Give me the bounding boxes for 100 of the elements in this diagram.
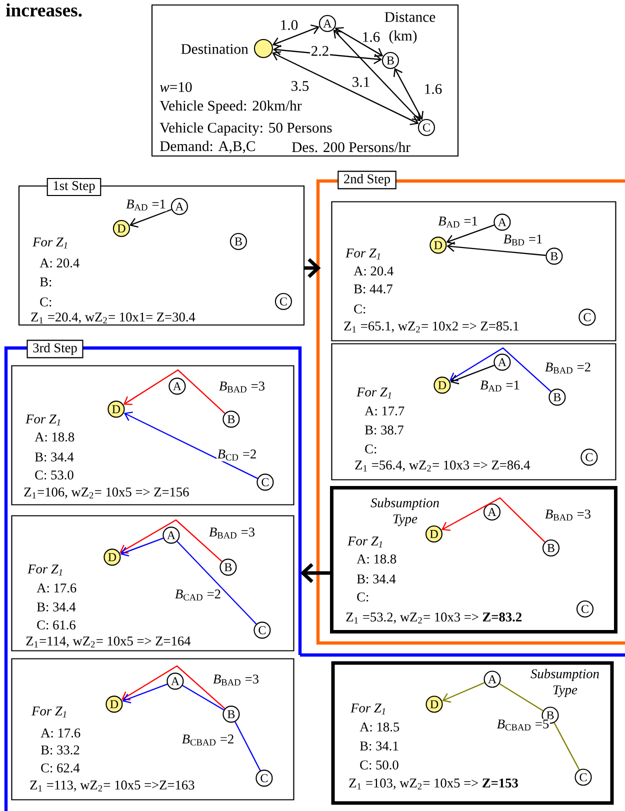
route-line — [182, 685, 224, 710]
stop-node: C — [574, 768, 592, 786]
type-heading: Subsumption Type — [530, 668, 599, 698]
z-heading: For Z$_{1}$ — [356, 388, 391, 398]
panel-text: A: 18.8 — [356, 554, 396, 564]
panel-text: C: — [354, 304, 366, 314]
route-line — [554, 722, 580, 770]
z-heading: For Z$_{1}$ — [32, 706, 66, 718]
route-line — [499, 683, 544, 712]
panel-text: Z$_{1}$ =113, wZ$_{2}$= 10x5 =>Z=163 — [30, 780, 194, 792]
panel-text: Z$_{1}$=106, wZ$_{2}$= 10x5 => Z=156 — [24, 488, 189, 498]
info-text: Vehicle Speed: 20km/hr — [160, 100, 302, 114]
destination-node: D — [104, 548, 121, 566]
panel-text: A: 20.4 — [354, 266, 394, 276]
panel-text: Z$_{1}$ =65.1, wZ$_{2}$= 10x2 => Z=85.1 — [344, 322, 518, 332]
destination-node: D — [434, 376, 451, 394]
destination-node: D — [430, 236, 447, 254]
stop-node: B — [548, 388, 566, 406]
panel-text: Z$_{1}$ =53.2, wZ$_{2}$= 10x3 => Z=83.2 — [346, 612, 522, 624]
stop-node: B — [542, 539, 560, 557]
z-heading: For Z$_{1}$ — [28, 564, 62, 576]
route-arrow — [441, 497, 546, 542]
destination-node: D — [426, 696, 443, 713]
panel-text: B: — [40, 278, 52, 286]
route-arrow — [449, 347, 552, 392]
route-arrow — [121, 665, 226, 709]
stop-node: C — [254, 622, 271, 639]
stop-node: A — [170, 198, 188, 215]
route-arrow — [122, 684, 168, 704]
stop-node: C — [256, 474, 274, 491]
step-tab: 1st Step — [46, 178, 102, 196]
edge-label: 2.2 — [310, 45, 330, 57]
distance-arrow — [333, 30, 421, 122]
route-arrow — [124, 412, 258, 479]
stop-node: A — [318, 14, 336, 32]
edge-label: B$_{BAD}$ =3 — [212, 674, 260, 686]
destination-node: D — [108, 400, 125, 418]
route-arrow — [120, 519, 222, 562]
panel-text: B: 34.4 — [356, 574, 396, 584]
distance-arrow — [334, 27, 384, 57]
panel-text: Z$_{1}$=114, wZ$_{2}$= 10x5 => Z=164 — [26, 636, 191, 648]
panel-text: B: 34.4 — [34, 452, 74, 462]
distance-arrow — [272, 51, 419, 126]
stop-node: C — [256, 770, 273, 787]
panel-text: B: 34.4 — [36, 602, 76, 612]
panel-text: A: 18.8 — [34, 432, 74, 442]
route-arrow — [446, 224, 494, 245]
edge-label: B$_{CBAD}$ =2 — [181, 734, 235, 746]
edge-label: 3.5 — [290, 80, 310, 92]
edge-label: B$_{CAD}$ =2 — [174, 588, 222, 602]
stop-node: B — [222, 706, 240, 723]
info-text: Demand: A,B,C — [160, 140, 255, 154]
route-arrow — [120, 538, 164, 556]
panel-text: A: 20.4 — [40, 258, 80, 268]
stop-node: A — [168, 378, 186, 395]
edge-label: 1.6 — [361, 31, 381, 43]
edge-label: B$_{BAD}$ =2 — [544, 362, 592, 374]
edge-label: B$_{AD}$ =1 — [125, 198, 167, 212]
stop-node: B — [546, 248, 563, 265]
panel-text: Z$_{1}$ =20.4, wZ$_{2}$= 10x1= Z=30.4 — [31, 312, 196, 324]
stop-node: B — [382, 52, 399, 69]
stop-node: B — [230, 232, 247, 250]
edge-label: B$_{BAD}$ =3 — [218, 380, 266, 394]
stop-node: B — [220, 558, 237, 576]
panel-text: C: 53.0 — [35, 470, 74, 480]
panel-text: C: — [365, 444, 376, 454]
stop-node: A — [494, 214, 511, 231]
stop-node: C — [578, 308, 596, 326]
info-text: Des. 200 Persons/hr — [292, 142, 410, 152]
route-line — [234, 722, 261, 771]
edge-label: B$_{BAD}$ =3 — [208, 526, 256, 540]
edge-label: B$_{AD}$ =1 — [437, 216, 479, 228]
step-tab: 2nd Step — [338, 170, 396, 190]
panel-text: Z$_{1}$ =103, wZ$_{2}$= 10x5 => Z=153 — [349, 778, 518, 790]
stop-node: C — [580, 448, 598, 466]
edge-label: B$_{BD}$ =1 — [502, 234, 544, 246]
panel-text: C: 61.6 — [37, 620, 76, 630]
destination-node: D — [112, 220, 130, 237]
panel-text: B: 44.7 — [354, 284, 392, 294]
stop-node: C — [274, 292, 292, 310]
panel-text: B: 33.2 — [40, 746, 80, 754]
panel-text: Z$_{1}$ =56.4, wZ$_{2}$= 10x3 => Z=86.4 — [355, 460, 530, 472]
stop-node: B — [222, 410, 240, 428]
panel-text: A: 17.6 — [36, 584, 76, 592]
route-arrow — [450, 364, 494, 384]
panel-text: A: 18.5 — [360, 722, 400, 732]
destination-node: D — [106, 696, 123, 713]
edge-label: 1.0 — [279, 19, 299, 31]
panel-text: A: 17.6 — [40, 728, 80, 738]
route-line — [176, 540, 257, 624]
edge-label: B$_{CD}$ =2 — [216, 448, 258, 462]
stop-node: A — [162, 526, 180, 544]
panel-text: A: 17.7 — [364, 406, 404, 416]
panel-text: C: 62.4 — [41, 764, 80, 772]
destination-node: D — [425, 525, 443, 543]
z-heading: For Z$_{1}$ — [26, 414, 60, 426]
edge-label: B$_{BAD}$ =3 — [544, 508, 592, 522]
step-tab: 3rd Step — [26, 340, 84, 358]
z-heading: For Z$_{1}$ — [32, 238, 67, 248]
step-arrow — [300, 563, 330, 583]
